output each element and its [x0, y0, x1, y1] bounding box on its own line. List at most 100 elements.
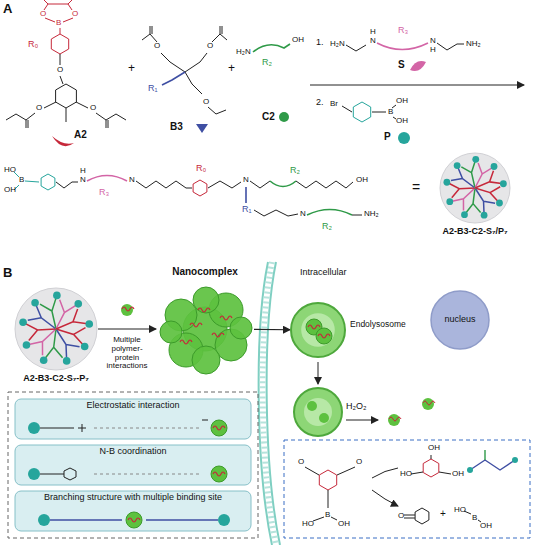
boronic-end: [19, 318, 27, 326]
reaction: [310, 43, 524, 144]
structure-label: N: [129, 176, 135, 184]
protein: [211, 466, 227, 482]
structure-label: A2: [74, 130, 87, 141]
polymer-branch: [26, 329, 56, 355]
structure-label: OH: [292, 36, 304, 44]
polymer-bead: [28, 468, 40, 480]
protein-chain: [180, 340, 192, 344]
nanoparticle-lobe: [192, 346, 220, 374]
product-chain: [14, 172, 362, 216]
structure-label: H₂N: [236, 48, 251, 56]
linker: [40, 474, 64, 475]
protein: [211, 420, 227, 436]
polymer-branch: [475, 188, 495, 215]
release-pathway: [294, 362, 435, 436]
structure-label: HO: [4, 166, 16, 174]
protein-chain: [190, 323, 202, 327]
panel-letter: A: [3, 2, 12, 16]
nanoparticle-lobe: [230, 317, 252, 339]
degradation-box: [284, 440, 530, 538]
vesicle-lumen: [301, 313, 335, 347]
structure-label: N: [243, 176, 249, 184]
polymer-branch: [461, 159, 475, 188]
monomer-a2: [6, 0, 126, 146]
structure-label: HO: [302, 520, 314, 528]
polymer-branch: [28, 303, 56, 329]
amine-group: [40, 424, 86, 432]
structure-label: O: [298, 458, 304, 466]
phenyl-ring: [64, 468, 76, 480]
polymer-bead: [218, 514, 230, 526]
polymer-branch: [451, 166, 475, 188]
structure-label: R₀: [196, 164, 206, 173]
structure-label: N: [370, 37, 376, 45]
boronic-end: [40, 356, 48, 364]
structure-label: 1.: [316, 38, 324, 47]
boronic-end: [23, 341, 31, 349]
protein-chain: [318, 334, 330, 338]
interaction-box: Branching structure with multiple bindin…: [14, 490, 252, 532]
polymer-body: [440, 153, 510, 223]
polymer-bead: [28, 422, 40, 434]
boronic-end: [443, 179, 450, 186]
polymer-branch: [56, 309, 89, 329]
polymer-branch: [44, 329, 63, 360]
protein: [316, 328, 332, 344]
structure-label: B: [388, 108, 393, 116]
interaction-box: Electrostatic interaction: [14, 398, 252, 440]
structure-label: R₃: [398, 26, 408, 35]
structure-label: OH: [338, 520, 350, 528]
boronic-end: [31, 299, 39, 307]
polymer-circle-outline: [439, 152, 511, 224]
structure-label: B: [19, 176, 24, 184]
connector-arrow: [254, 329, 290, 331]
node-text: Branching structure with multiple bindin…: [14, 493, 252, 503]
structure-label: H: [430, 46, 436, 54]
node-text: A2-B3-C2-S₇/P₇: [425, 227, 525, 237]
structure-label: O: [57, 66, 63, 74]
protein: [126, 512, 142, 528]
polymer-body: [15, 288, 97, 370]
structure-label: OH: [4, 186, 16, 194]
boronic-end: [85, 320, 93, 328]
monomer-c2: [253, 44, 290, 122]
nucleus-body: [431, 291, 489, 349]
boronic-end: [481, 212, 488, 219]
structure-label: OH: [356, 176, 368, 184]
charge-sign: [202, 420, 208, 421]
structure-label: O: [154, 42, 160, 50]
structure-label: N: [430, 37, 436, 45]
structure-label: Br: [330, 100, 338, 108]
polymer-bead: [38, 514, 50, 526]
node-text: A2-B3-C2-S₇-P₇: [8, 374, 104, 384]
structure-label: O: [90, 104, 96, 112]
structure-label: R₂: [322, 222, 332, 231]
interaction-line: [94, 474, 202, 475]
structure-label: P: [384, 132, 391, 143]
polymer-circle-outline: [14, 287, 98, 371]
structure-label: B: [325, 511, 330, 519]
structure-label: S: [398, 60, 405, 71]
structure-label: O: [72, 10, 78, 18]
structure-label: H₂O₂: [346, 402, 367, 411]
protein-chain: [308, 325, 320, 329]
polymer-branch: [40, 295, 57, 329]
boronic-end: [63, 357, 71, 365]
structure-label: H: [370, 28, 376, 36]
structure-label: R₂: [290, 166, 300, 175]
structure-label: R₂: [262, 58, 272, 67]
structure-label: O: [203, 98, 209, 106]
node-text: Nanocomplex: [150, 266, 260, 277]
structure-label: OH: [428, 444, 440, 452]
structure-label: R₁: [242, 205, 252, 214]
polymer-circle: A2-B3-C2-S₇-P₇: [8, 287, 104, 387]
structure-label: NH₂: [364, 210, 379, 218]
structure-label: O: [40, 10, 46, 18]
node-text: N-B coordination: [14, 447, 252, 457]
nanoparticle-lobe: [160, 321, 182, 343]
structure-label: O: [36, 104, 42, 112]
structure-label: C2: [262, 112, 275, 123]
vesicle: [291, 303, 345, 357]
connector-label: Multiple polymer-protein interactions: [100, 336, 154, 371]
